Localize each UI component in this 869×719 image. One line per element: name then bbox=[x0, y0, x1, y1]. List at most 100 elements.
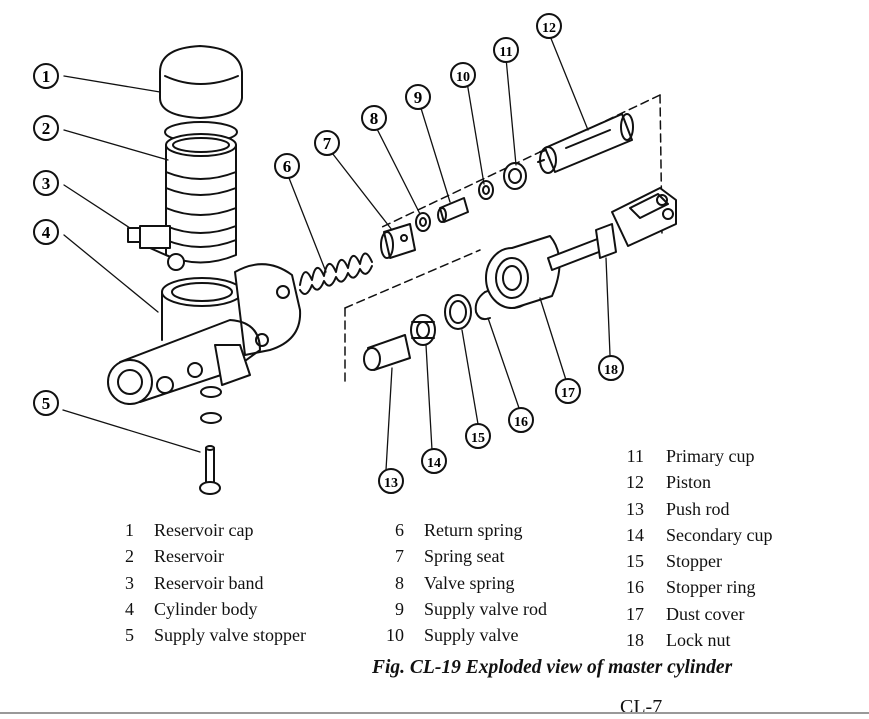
supply-valve-part bbox=[478, 180, 494, 200]
callout-3: 3 bbox=[33, 170, 59, 196]
callout-2: 2 bbox=[33, 115, 59, 141]
legend-number: 3 bbox=[125, 572, 134, 593]
legend-number: 8 bbox=[395, 572, 404, 593]
legend-number: 13 bbox=[626, 498, 644, 519]
svg-text:13: 13 bbox=[384, 476, 398, 491]
legend-row: 9 Supply valve rod bbox=[378, 596, 547, 622]
callout-14: 14 bbox=[421, 448, 447, 474]
callout-8: 8 bbox=[361, 105, 387, 131]
callout-7: 7 bbox=[314, 130, 340, 156]
push-rod-part bbox=[363, 334, 411, 371]
legend-row: 15 Stopper bbox=[624, 548, 772, 574]
svg-text:7: 7 bbox=[323, 134, 332, 153]
callout-18: 18 bbox=[598, 355, 624, 381]
legend-number: 2 bbox=[125, 546, 134, 567]
svg-text:8: 8 bbox=[370, 109, 379, 128]
legend-label: Reservoir band bbox=[154, 572, 264, 593]
legend-label: Supply valve bbox=[424, 625, 519, 646]
stopper-part bbox=[444, 294, 472, 330]
legend-row: 11 Primary cup bbox=[624, 443, 772, 469]
legend-label: Stopper bbox=[666, 551, 722, 572]
legend-label: Reservoir bbox=[154, 546, 224, 567]
callout-15: 15 bbox=[465, 423, 491, 449]
legend-number: 16 bbox=[626, 577, 644, 598]
legend-row: 2 Reservoir bbox=[108, 543, 306, 569]
callout-16: 16 bbox=[508, 407, 534, 433]
supply-valve-stopper-part bbox=[199, 445, 221, 495]
reservoir-part bbox=[165, 133, 237, 264]
legend-row: 3 Reservoir band bbox=[108, 570, 306, 596]
legend-label: Secondary cup bbox=[666, 524, 773, 545]
callout-markers: 1 2 3 4 5 6 7 8 9 10 11 12 13 14 15 16 1… bbox=[33, 13, 624, 494]
legend-label: Return spring bbox=[424, 520, 523, 540]
svg-text:17: 17 bbox=[561, 386, 575, 401]
legend-number: 1 bbox=[125, 520, 134, 540]
callout-6: 6 bbox=[274, 153, 300, 179]
figure-caption: Fig. CL-19 Exploded view of master cylin… bbox=[372, 657, 733, 678]
legend-row: 17 Dust cover bbox=[624, 601, 772, 627]
callout-4: 4 bbox=[33, 219, 59, 245]
callout-leader-lines bbox=[62, 35, 611, 471]
valve-spring-part bbox=[415, 212, 431, 232]
legend-number: 9 bbox=[395, 598, 404, 619]
legend-label: Supply valve rod bbox=[424, 598, 547, 619]
svg-text:3: 3 bbox=[42, 174, 51, 193]
svg-text:14: 14 bbox=[427, 456, 441, 471]
legend-row: 16 Stopper ring bbox=[624, 574, 772, 600]
legend-label: Valve spring bbox=[424, 572, 515, 593]
callout-12: 12 bbox=[536, 13, 562, 39]
legend-label: Primary cup bbox=[666, 446, 755, 466]
callout-10: 10 bbox=[450, 62, 476, 88]
legend-number: 17 bbox=[626, 603, 644, 624]
return-spring-part bbox=[299, 252, 373, 295]
spring-seat-part bbox=[380, 223, 416, 259]
legend-label: Push rod bbox=[666, 498, 730, 519]
legend-number: 10 bbox=[386, 625, 404, 646]
supply-valve-rod-part bbox=[437, 197, 469, 223]
legend-number: 15 bbox=[626, 551, 644, 572]
callout-13: 13 bbox=[378, 468, 404, 494]
legend-label: Stopper ring bbox=[666, 577, 756, 598]
callout-11: 11 bbox=[493, 37, 519, 63]
parts-legend-col1: 1 Reservoir cap 2 Reservoir 3 Reservoir ban… bbox=[108, 517, 306, 648]
sealing-washers bbox=[200, 386, 222, 424]
legend-row: 1 Reservoir cap bbox=[108, 517, 306, 543]
svg-text:15: 15 bbox=[471, 431, 485, 446]
legend-label: Spring seat bbox=[424, 546, 505, 567]
callout-9: 9 bbox=[405, 84, 431, 110]
legend-label: Dust cover bbox=[666, 603, 745, 624]
legend-row: 7 Spring seat bbox=[378, 543, 547, 569]
legend-number: 14 bbox=[626, 524, 644, 545]
svg-text:18: 18 bbox=[604, 363, 618, 378]
cylinder-body-part bbox=[107, 263, 302, 405]
legend-number: 7 bbox=[395, 546, 404, 567]
svg-text:12: 12 bbox=[542, 21, 556, 36]
legend-number: 18 bbox=[626, 630, 644, 651]
legend-label: Reservoir cap bbox=[154, 520, 254, 540]
reservoir-cap-part bbox=[159, 45, 243, 143]
svg-text:1: 1 bbox=[42, 67, 51, 86]
svg-text:4: 4 bbox=[42, 223, 51, 242]
legend-number: 4 bbox=[125, 598, 134, 619]
legend-row: 4 Cylinder body bbox=[108, 596, 306, 622]
svg-text:5: 5 bbox=[42, 394, 51, 413]
svg-text:2: 2 bbox=[42, 119, 51, 138]
legend-label: Supply valve stopper bbox=[154, 625, 306, 646]
primary-cup-part bbox=[503, 162, 527, 190]
svg-text:6: 6 bbox=[283, 157, 292, 176]
svg-text:11: 11 bbox=[499, 45, 512, 60]
legend-number: 11 bbox=[626, 446, 644, 466]
legend-label: Cylinder body bbox=[154, 598, 258, 619]
callout-1: 1 bbox=[33, 63, 59, 89]
legend-row: 14 Secondary cup bbox=[624, 522, 772, 548]
legend-row: 10 Supply valve bbox=[378, 622, 547, 648]
bottom-divider bbox=[0, 712, 869, 714]
secondary-cup-part bbox=[410, 314, 436, 346]
